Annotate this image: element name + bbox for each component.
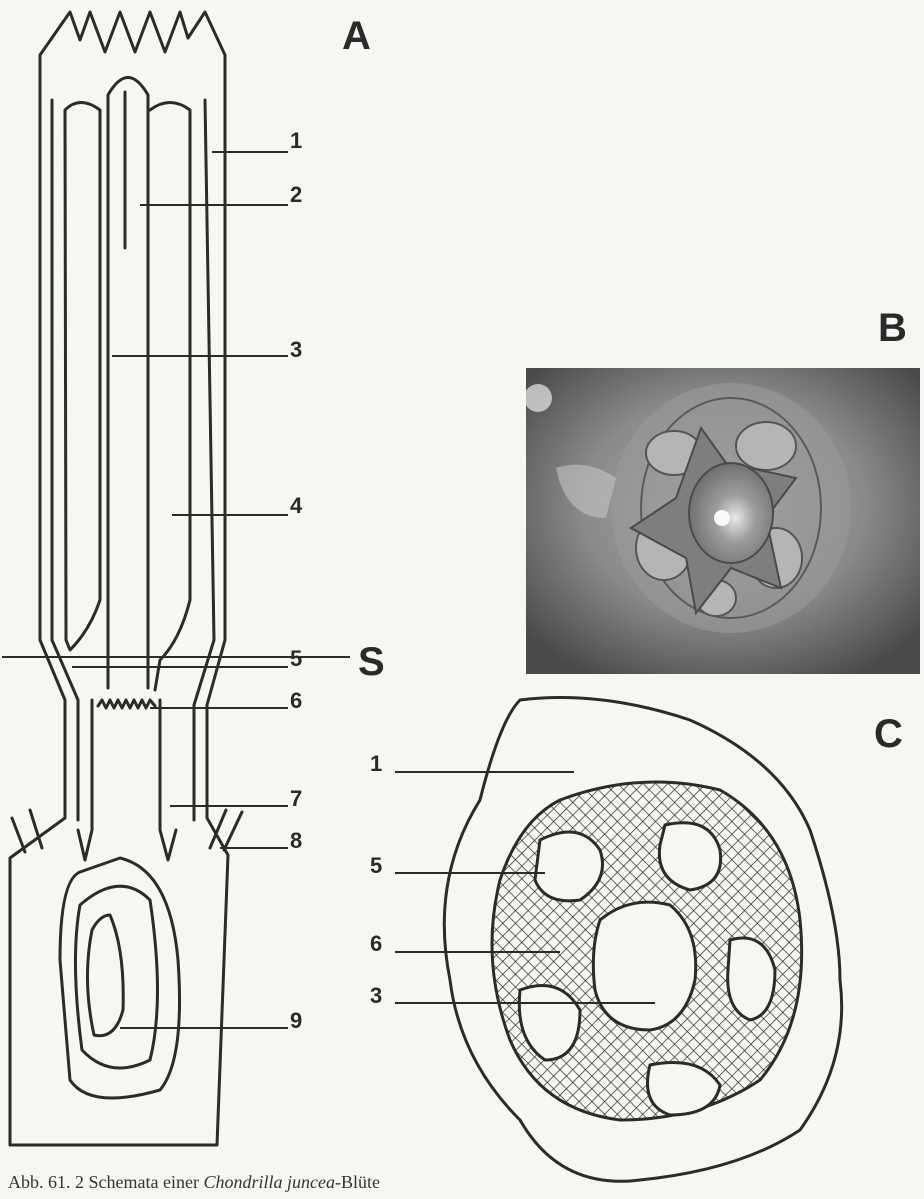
locule-3 (728, 938, 775, 1020)
caption-species: Chondrilla juncea (203, 1172, 335, 1192)
locule-1 (535, 832, 603, 901)
label-c-5: 5 (370, 853, 382, 879)
label-c-3: 3 (370, 983, 382, 1009)
label-c-1: 1 (370, 751, 382, 777)
caption-suffix: -Blüte (335, 1172, 380, 1192)
locule-2 (659, 823, 720, 890)
caption-prefix: Abb. 61. 2 Schemata einer (8, 1172, 203, 1192)
label-c-6: 6 (370, 931, 382, 957)
central-style (593, 902, 695, 1030)
figure-caption: Abb. 61. 2 Schemata einer Chondrilla jun… (8, 1172, 380, 1193)
